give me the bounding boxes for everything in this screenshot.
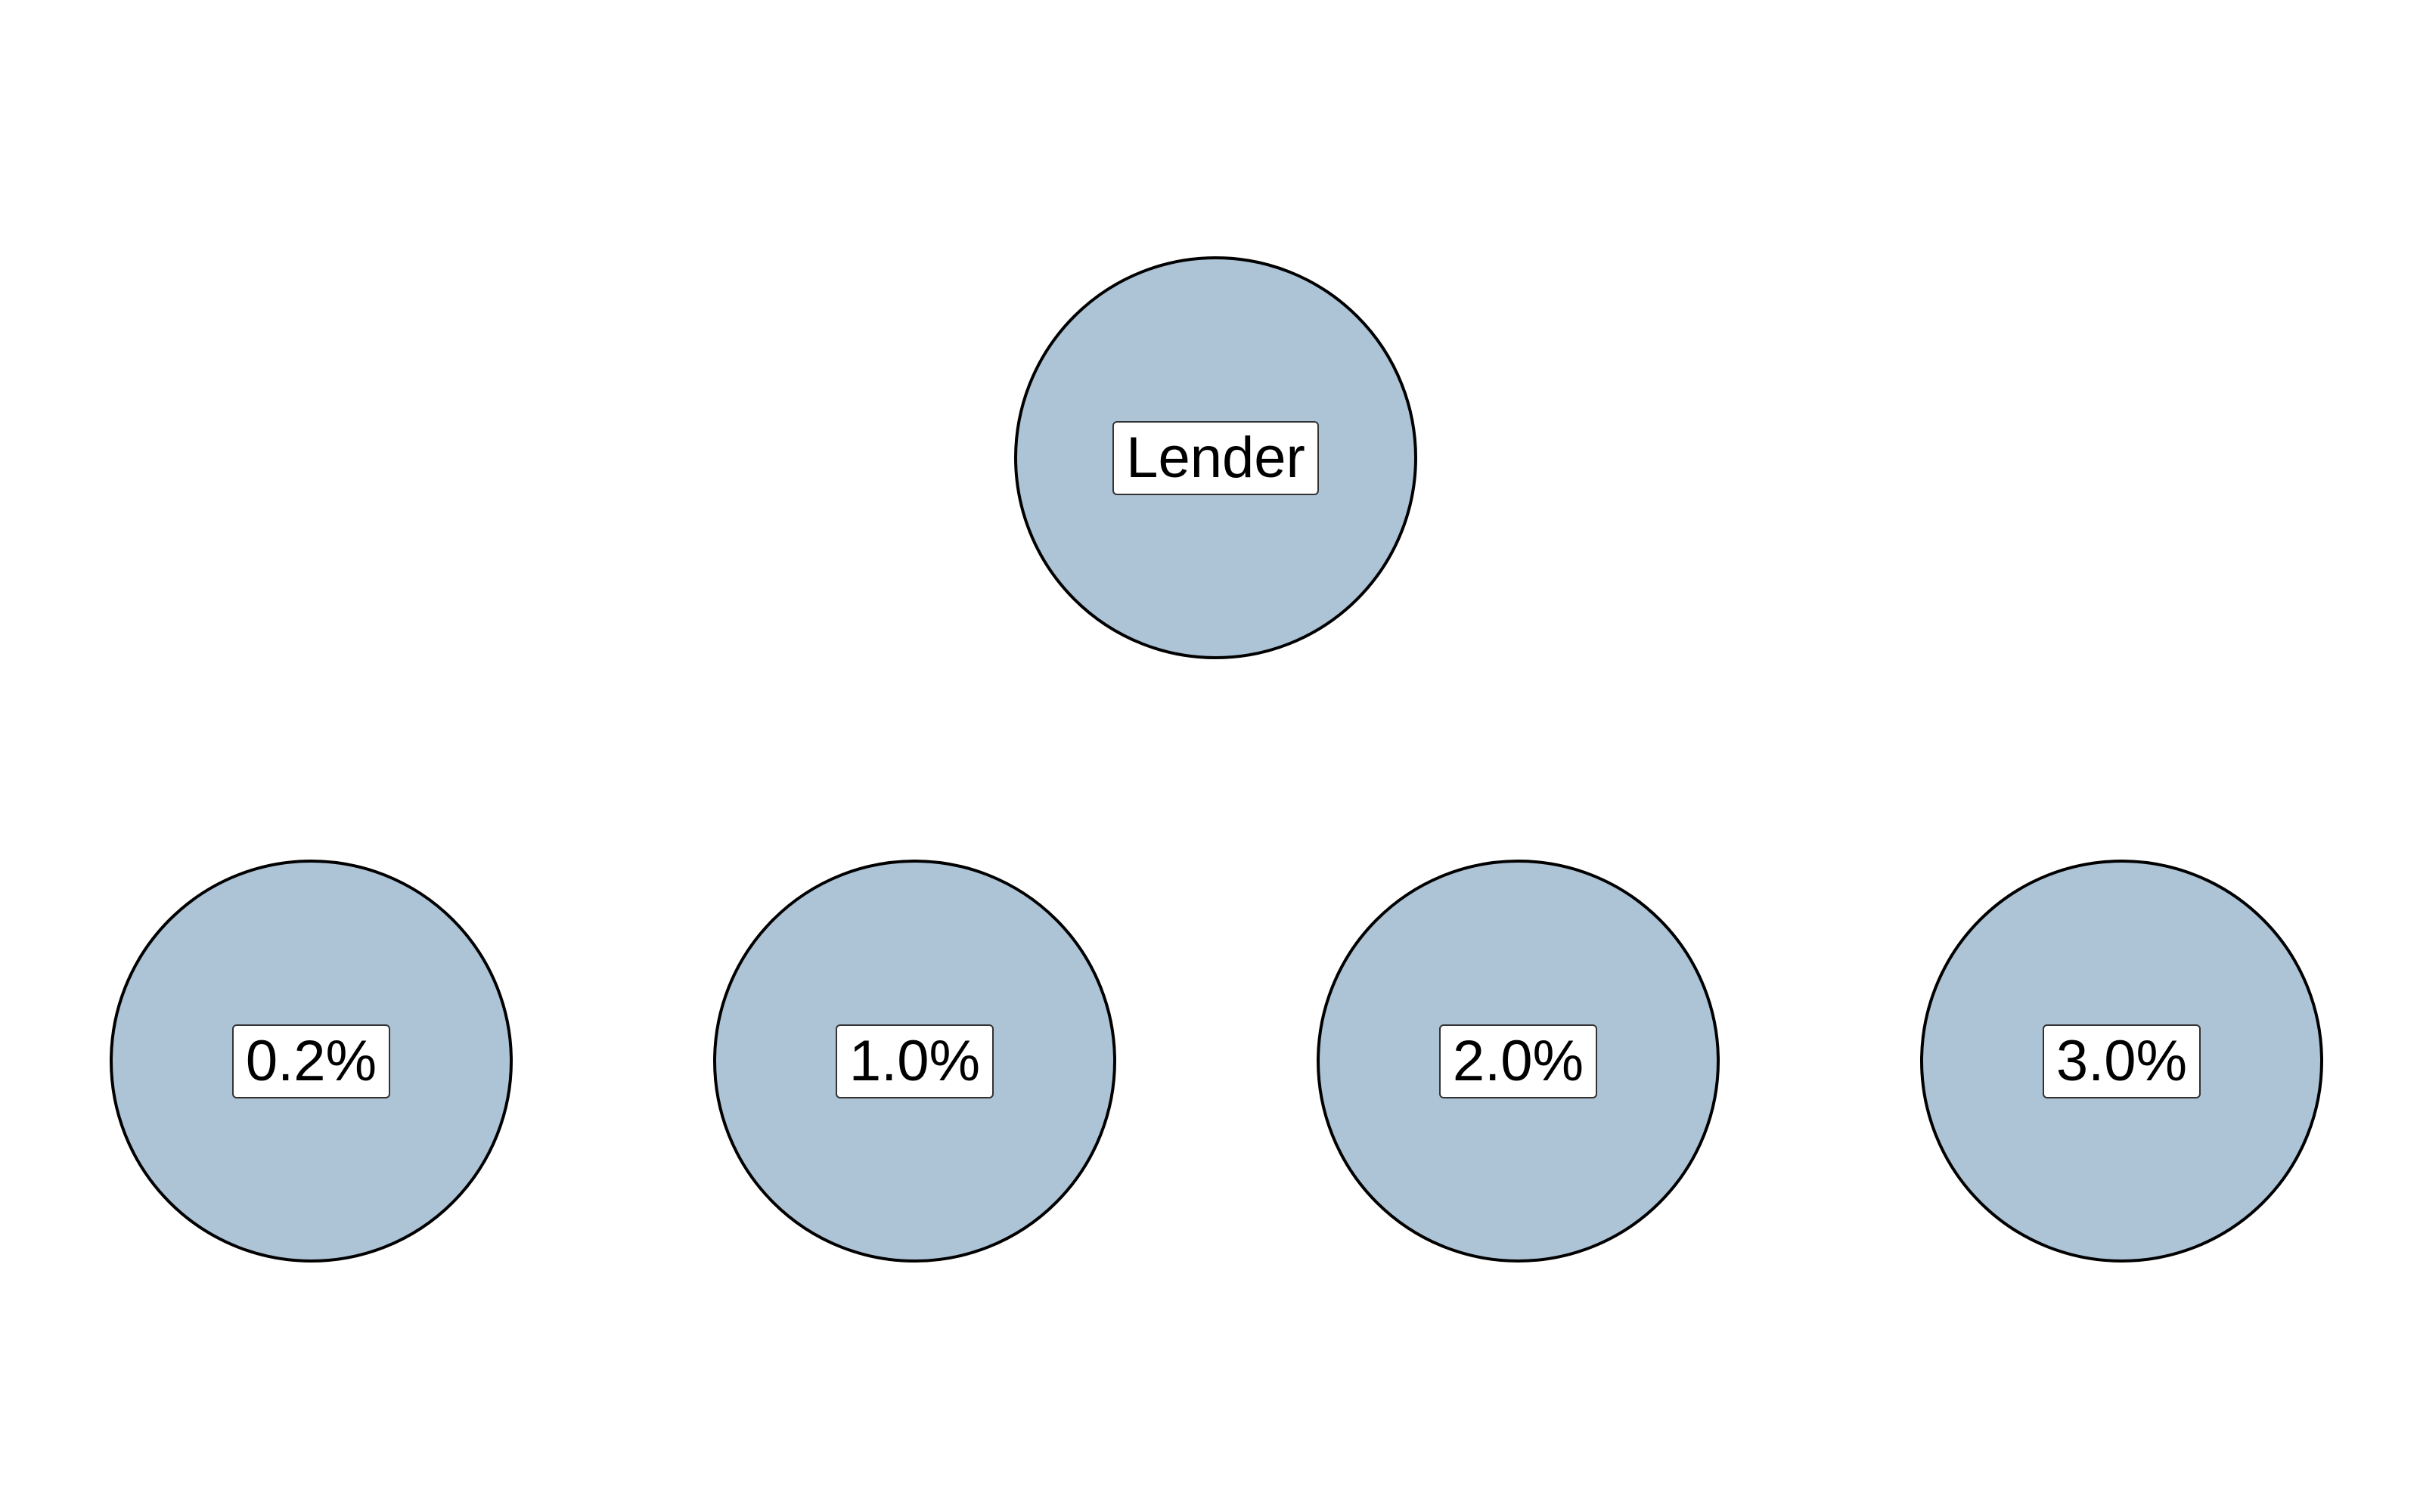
node-label-rate-2-0: 2.0%	[1438, 1024, 1598, 1098]
node-lender: Lender	[1014, 256, 1417, 659]
node-label-rate-0-2: 0.2%	[231, 1024, 391, 1098]
node-rate-2-0: 2.0%	[1317, 860, 1720, 1263]
node-label-lender: Lender	[1112, 420, 1319, 495]
node-rate-0-2: 0.2%	[110, 860, 513, 1263]
node-rate-3-0: 3.0%	[1920, 860, 2323, 1263]
node-label-rate-3-0: 3.0%	[2042, 1024, 2201, 1098]
node-rate-1-0: 1.0%	[713, 860, 1116, 1263]
node-label-rate-1-0: 1.0%	[835, 1024, 994, 1098]
